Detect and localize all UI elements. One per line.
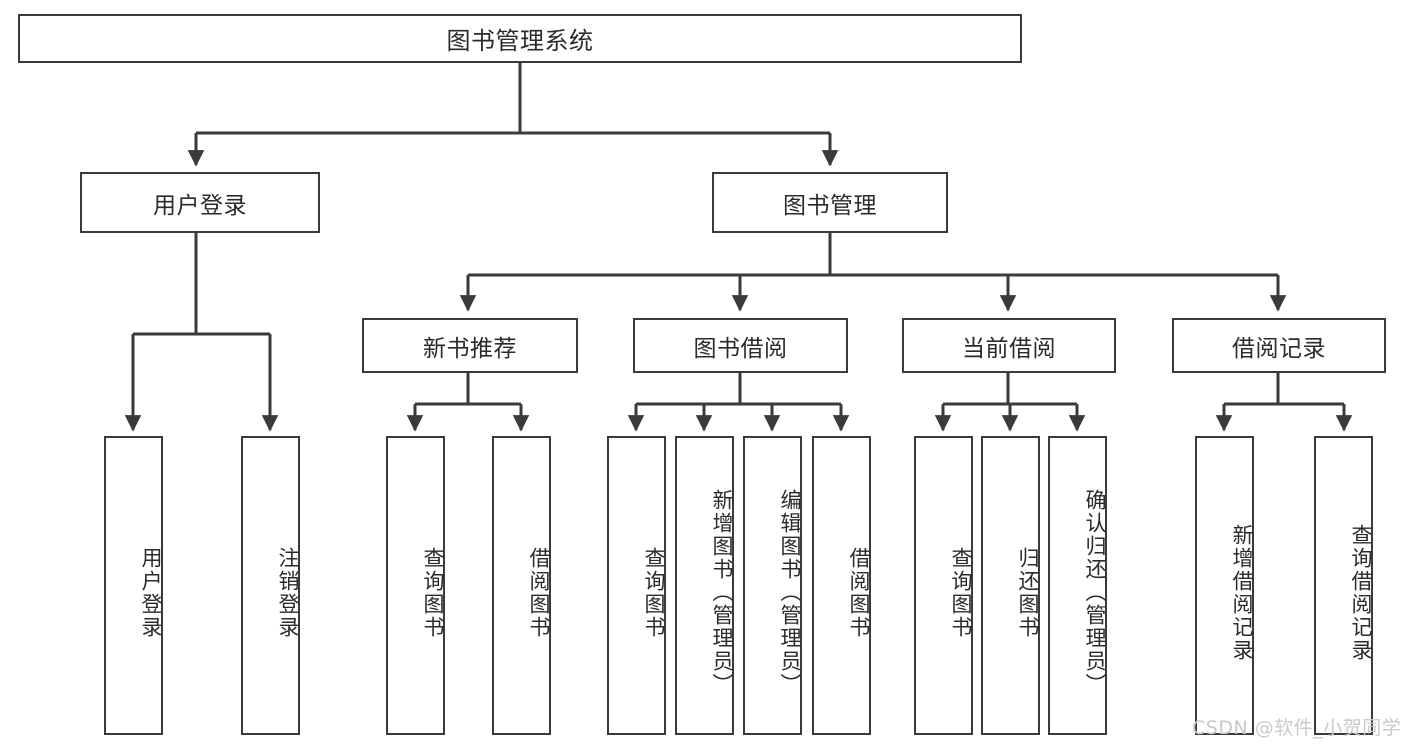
leaf-user-login-signout[interactable]: 注销登录 [241,436,300,735]
leaf-book-borrow-query[interactable]: 查询图书 [607,436,666,735]
leaf-book-borrow-add[interactable]: 新增图书（管理员） [675,436,734,735]
node-current-borrow[interactable]: 当前借阅 [902,318,1116,373]
csdn-watermark: CSDN @软件_小贺同学 [1192,717,1402,739]
node-book-borrow[interactable]: 图书借阅 [633,318,848,373]
leaf-borrow-record-query[interactable]: 查询借阅记录 [1314,436,1373,735]
leaf-current-borrow-confirm[interactable]: 确认归还（管理员） [1048,436,1107,735]
node-borrow-record[interactable]: 借阅记录 [1172,318,1386,373]
node-book-management[interactable]: 图书管理 [712,172,948,233]
leaf-user-login-signin[interactable]: 用户登录 [104,436,163,735]
leaf-current-borrow-return[interactable]: 归还图书 [981,436,1040,735]
leaf-book-borrow-edit[interactable]: 编辑图书（管理员） [743,436,802,735]
node-new-book-recommend[interactable]: 新书推荐 [362,318,578,373]
leaf-borrow-record-add[interactable]: 新增借阅记录 [1195,436,1254,735]
node-user-login[interactable]: 用户登录 [80,172,320,233]
leaf-new-book-query[interactable]: 查询图书 [386,436,445,735]
leaf-book-borrow-lend[interactable]: 借阅图书 [812,436,871,735]
leaf-current-borrow-query[interactable]: 查询图书 [914,436,973,735]
node-root-system[interactable]: 图书管理系统 [18,14,1022,63]
leaf-new-book-borrow[interactable]: 借阅图书 [492,436,551,735]
